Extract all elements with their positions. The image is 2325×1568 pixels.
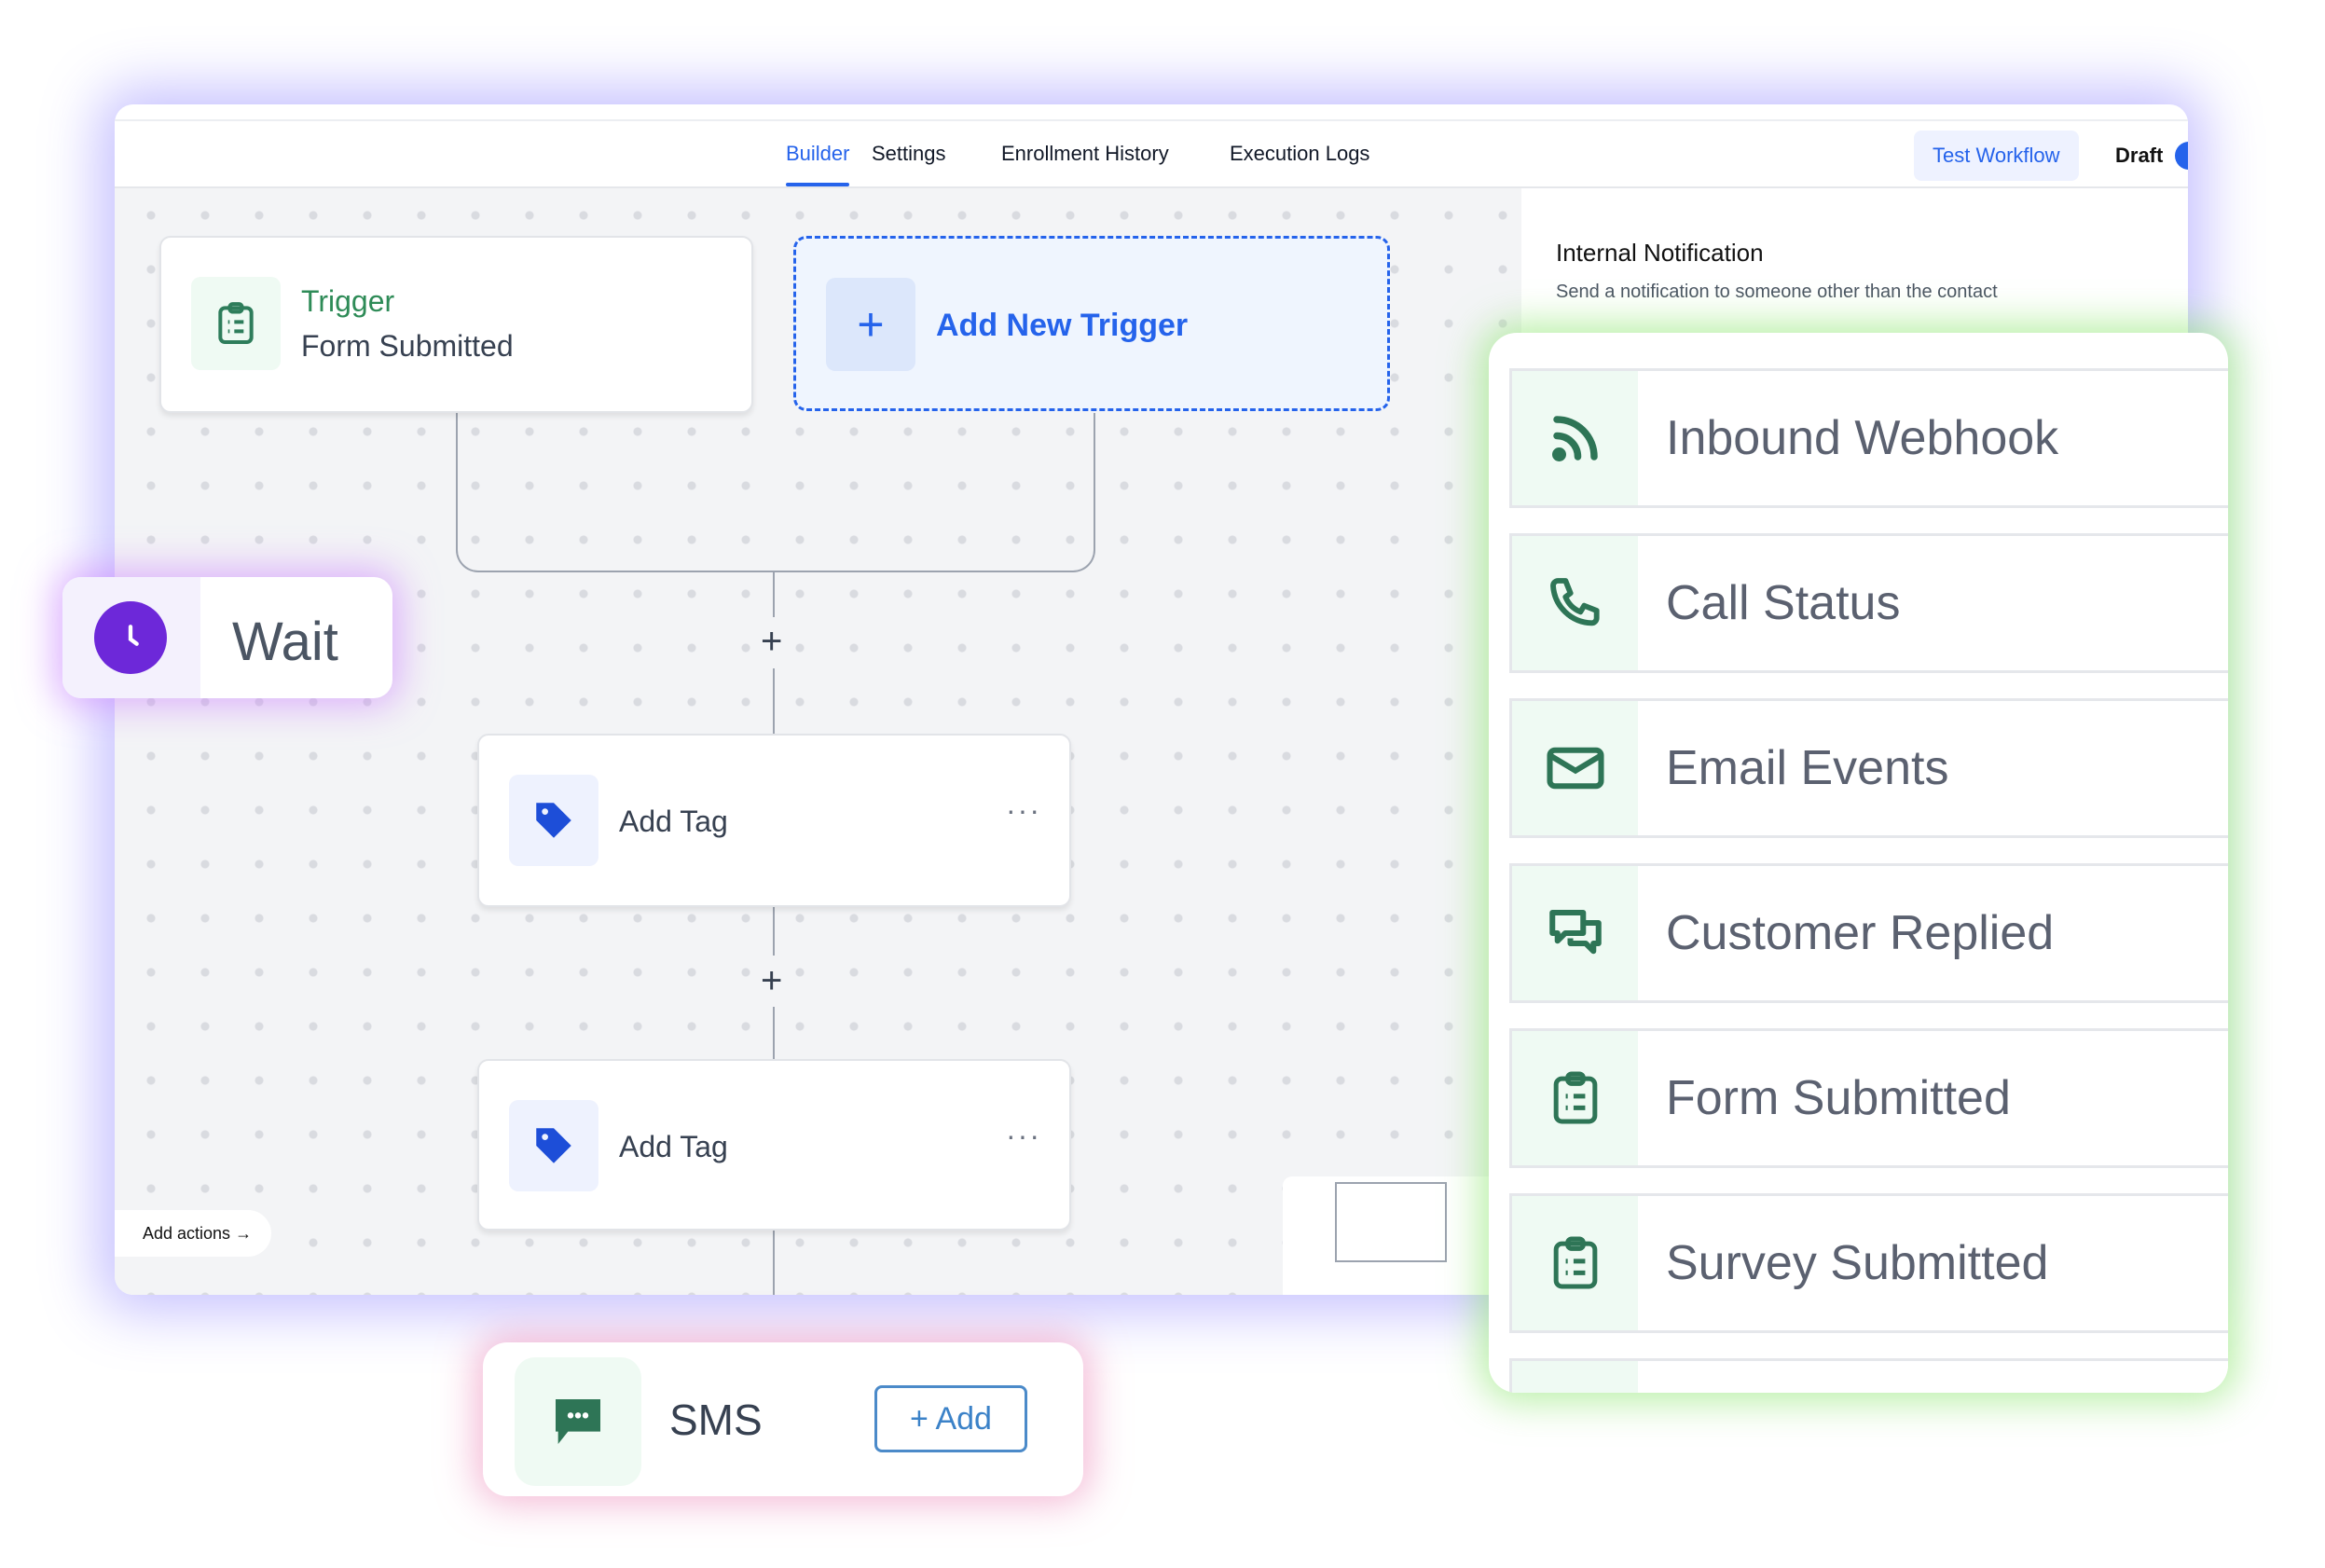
action-label: Add Tag — [619, 1130, 728, 1163]
add-new-trigger-button[interactable]: + Add New Trigger — [793, 236, 1390, 411]
tag-icon — [509, 775, 598, 866]
trigger-option-label: Form Submitted — [1666, 1071, 2011, 1125]
arrow-right-icon: → — [235, 1224, 253, 1243]
tab-settings[interactable]: Settings — [872, 142, 946, 165]
connector — [773, 571, 775, 617]
trigger-option-label: Email Events — [1666, 741, 1949, 795]
trigger-option-survey-submitted[interactable]: Survey Submitted — [1509, 1193, 2228, 1333]
wait-card[interactable]: Wait — [62, 577, 392, 698]
action-card-add-tag[interactable]: Add Tag ··· — [477, 734, 1071, 907]
minimap[interactable] — [1283, 1176, 1516, 1295]
tag-icon — [509, 1100, 598, 1191]
connector — [773, 668, 775, 734]
header: Builder Settings Enrollment History Exec… — [115, 119, 2188, 188]
connector — [773, 1007, 775, 1059]
clipboard-icon — [1512, 1031, 1638, 1165]
clipboard-icon — [1512, 1196, 1638, 1330]
clock-icon — [94, 601, 167, 674]
tab-builder[interactable]: Builder — [786, 142, 850, 186]
trigger-list-panel: Inbound Webhook Call Status Email Events… — [1489, 333, 2228, 1393]
trigger-option-more[interactable] — [1509, 1358, 2228, 1393]
publish-toggle[interactable] — [2175, 142, 2188, 170]
trigger-option-label: Survey Submitted — [1666, 1236, 2049, 1290]
status-label: Draft — [2115, 144, 2164, 167]
tab-enrollment-history[interactable]: Enrollment History — [1001, 142, 1169, 165]
more-options-icon[interactable]: ··· — [1006, 1119, 1041, 1152]
workflow-canvas[interactable]: + + Trigger Form Submitted + Add New Tri… — [115, 188, 1521, 1295]
trigger-option-inbound-webhook[interactable]: Inbound Webhook — [1509, 368, 2228, 508]
panel-title: Internal Notification — [1556, 239, 1764, 267]
sms-card[interactable]: SMS + Add — [483, 1342, 1083, 1496]
action-card-add-tag[interactable]: Add Tag ··· — [477, 1059, 1071, 1231]
minimap-viewport[interactable] — [1335, 1182, 1447, 1262]
connector — [773, 907, 775, 956]
tab-execution-logs[interactable]: Execution Logs — [1230, 142, 1370, 165]
trigger-option-label: Customer Replied — [1666, 906, 2055, 960]
trigger-option-customer-replied[interactable]: Customer Replied — [1509, 863, 2228, 1003]
connector — [773, 1231, 775, 1295]
connector — [773, 413, 1095, 572]
connector — [456, 413, 775, 572]
add-step-plus-icon[interactable]: + — [761, 960, 783, 1001]
trigger-option-form-submitted[interactable]: Form Submitted — [1509, 1028, 2228, 1168]
add-sms-button[interactable]: + Add — [874, 1385, 1027, 1452]
clipboard-icon — [191, 277, 281, 370]
add-step-plus-icon[interactable]: + — [761, 621, 783, 662]
trigger-option-email-events[interactable]: Email Events — [1509, 698, 2228, 838]
test-workflow-button[interactable]: Test Workflow — [1914, 131, 2079, 181]
mail-icon — [1512, 701, 1638, 835]
trigger-option-label: Inbound Webhook — [1666, 411, 2059, 465]
plus-icon: + — [826, 278, 915, 371]
more-options-icon[interactable]: ··· — [1006, 793, 1041, 827]
webhook-icon — [1512, 371, 1638, 505]
add-actions-label: Add actions — [143, 1224, 231, 1243]
trigger-label: Trigger — [301, 284, 395, 318]
panel-subtitle: Send a notification to someone other tha… — [1556, 282, 1998, 302]
trigger-option-call-status[interactable]: Call Status — [1509, 533, 2228, 673]
chat-bubbles-icon — [1512, 866, 1638, 1000]
add-actions-button[interactable]: Add actions → — [115, 1210, 271, 1257]
trigger-option-label: Call Status — [1666, 576, 1901, 630]
add-trigger-label: Add New Trigger — [936, 308, 1189, 343]
phone-icon — [1512, 536, 1638, 670]
item-icon-box — [1512, 1361, 1638, 1393]
sms-label: SMS — [669, 1396, 763, 1444]
chat-icon — [515, 1357, 641, 1486]
trigger-value: Form Submitted — [301, 329, 514, 363]
trigger-card[interactable]: Trigger Form Submitted — [159, 236, 753, 413]
action-label: Add Tag — [619, 805, 728, 838]
wait-label: Wait — [232, 612, 338, 672]
